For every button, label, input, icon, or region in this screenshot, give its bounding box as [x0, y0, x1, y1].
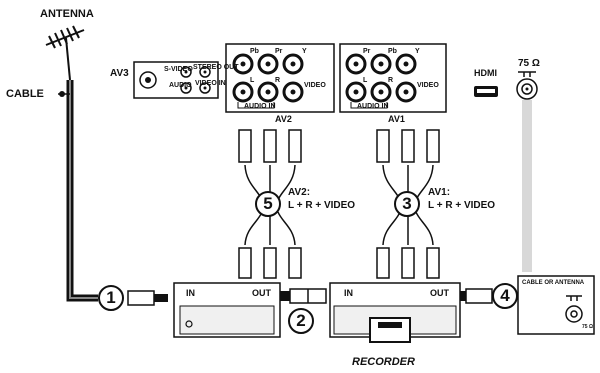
av2-y-label: Y — [302, 48, 307, 55]
hdmi-label: HDMI — [474, 68, 497, 78]
device-left — [173, 282, 281, 338]
antenna-label: ANTENNA — [40, 8, 94, 20]
step-5-badge: 5 — [255, 191, 281, 217]
av2-video-label: VIDEO — [304, 82, 326, 89]
av1-label: AV1 — [388, 114, 405, 124]
av1-video-label: VIDEO — [417, 82, 439, 89]
recorder-out-label: OUT — [430, 288, 449, 298]
av1-audio-in-label: AUDIO IN — [357, 103, 389, 110]
av1-pb-label: Pb — [388, 48, 397, 55]
av1-plugs — [376, 129, 440, 279]
plug-2a — [280, 291, 294, 301]
av3-audio-label: AUDIO — [169, 82, 192, 89]
av1-r-label: R — [388, 77, 394, 84]
step-4-badge: 4 — [492, 283, 518, 309]
av2-plugs — [238, 129, 302, 279]
device-in-label: IN — [186, 288, 195, 298]
av3-video-in-label: VIDEO IN — [195, 80, 226, 87]
plug-1 — [127, 290, 155, 306]
antenna-cable — [66, 80, 98, 302]
cable-or-antenna-label: CABLE OR ANTENNA — [522, 280, 585, 286]
ohm-small-label: 75 Ω — [582, 324, 593, 330]
av1-pr-label: Pr — [363, 48, 371, 55]
av3-stereo-out-label: STEREO OUT — [193, 64, 239, 71]
antenna-icon — [45, 25, 85, 81]
av1-lrv-caption: L + R + VIDEO — [428, 200, 496, 211]
av1-y-label: Y — [415, 48, 420, 55]
hdmi-port — [474, 86, 498, 97]
device-out-label: OUT — [252, 288, 271, 298]
av2-r-label: R — [275, 77, 281, 84]
recorder-label: RECORDER — [352, 356, 415, 368]
antenna-input-socket — [516, 71, 538, 100]
av1-l-label: L — [363, 77, 368, 84]
ohm-label: 75 Ω — [518, 58, 540, 69]
av2-caption: AV2: — [288, 187, 311, 198]
coax-cable-light — [522, 100, 532, 272]
av2-l-label: L — [250, 77, 255, 84]
av3-svideo-label: S-VIDEO — [164, 66, 193, 73]
recorder-device — [329, 282, 461, 343]
step-3-badge: 3 — [394, 191, 420, 217]
step-1-badge: 1 — [98, 285, 124, 311]
av2-label: AV2 — [275, 114, 292, 124]
av3-panel — [133, 61, 219, 99]
av2-audio-in-label: AUDIO IN — [244, 103, 276, 110]
cable-or-antenna-box — [517, 275, 595, 335]
av2-lrv-caption: L + R + VIDEO — [288, 200, 356, 211]
av1-panel — [339, 43, 447, 113]
cable-label: CABLE — [6, 88, 44, 100]
av1-caption: AV1: — [428, 187, 451, 198]
recorder-in-label: IN — [344, 288, 353, 298]
step-2-badge: 2 — [288, 308, 314, 334]
av2-panel — [225, 43, 335, 113]
av3-label: AV3 — [110, 68, 129, 79]
av2-pb-label: Pb — [250, 48, 259, 55]
av2-pr-label: Pr — [275, 48, 283, 55]
